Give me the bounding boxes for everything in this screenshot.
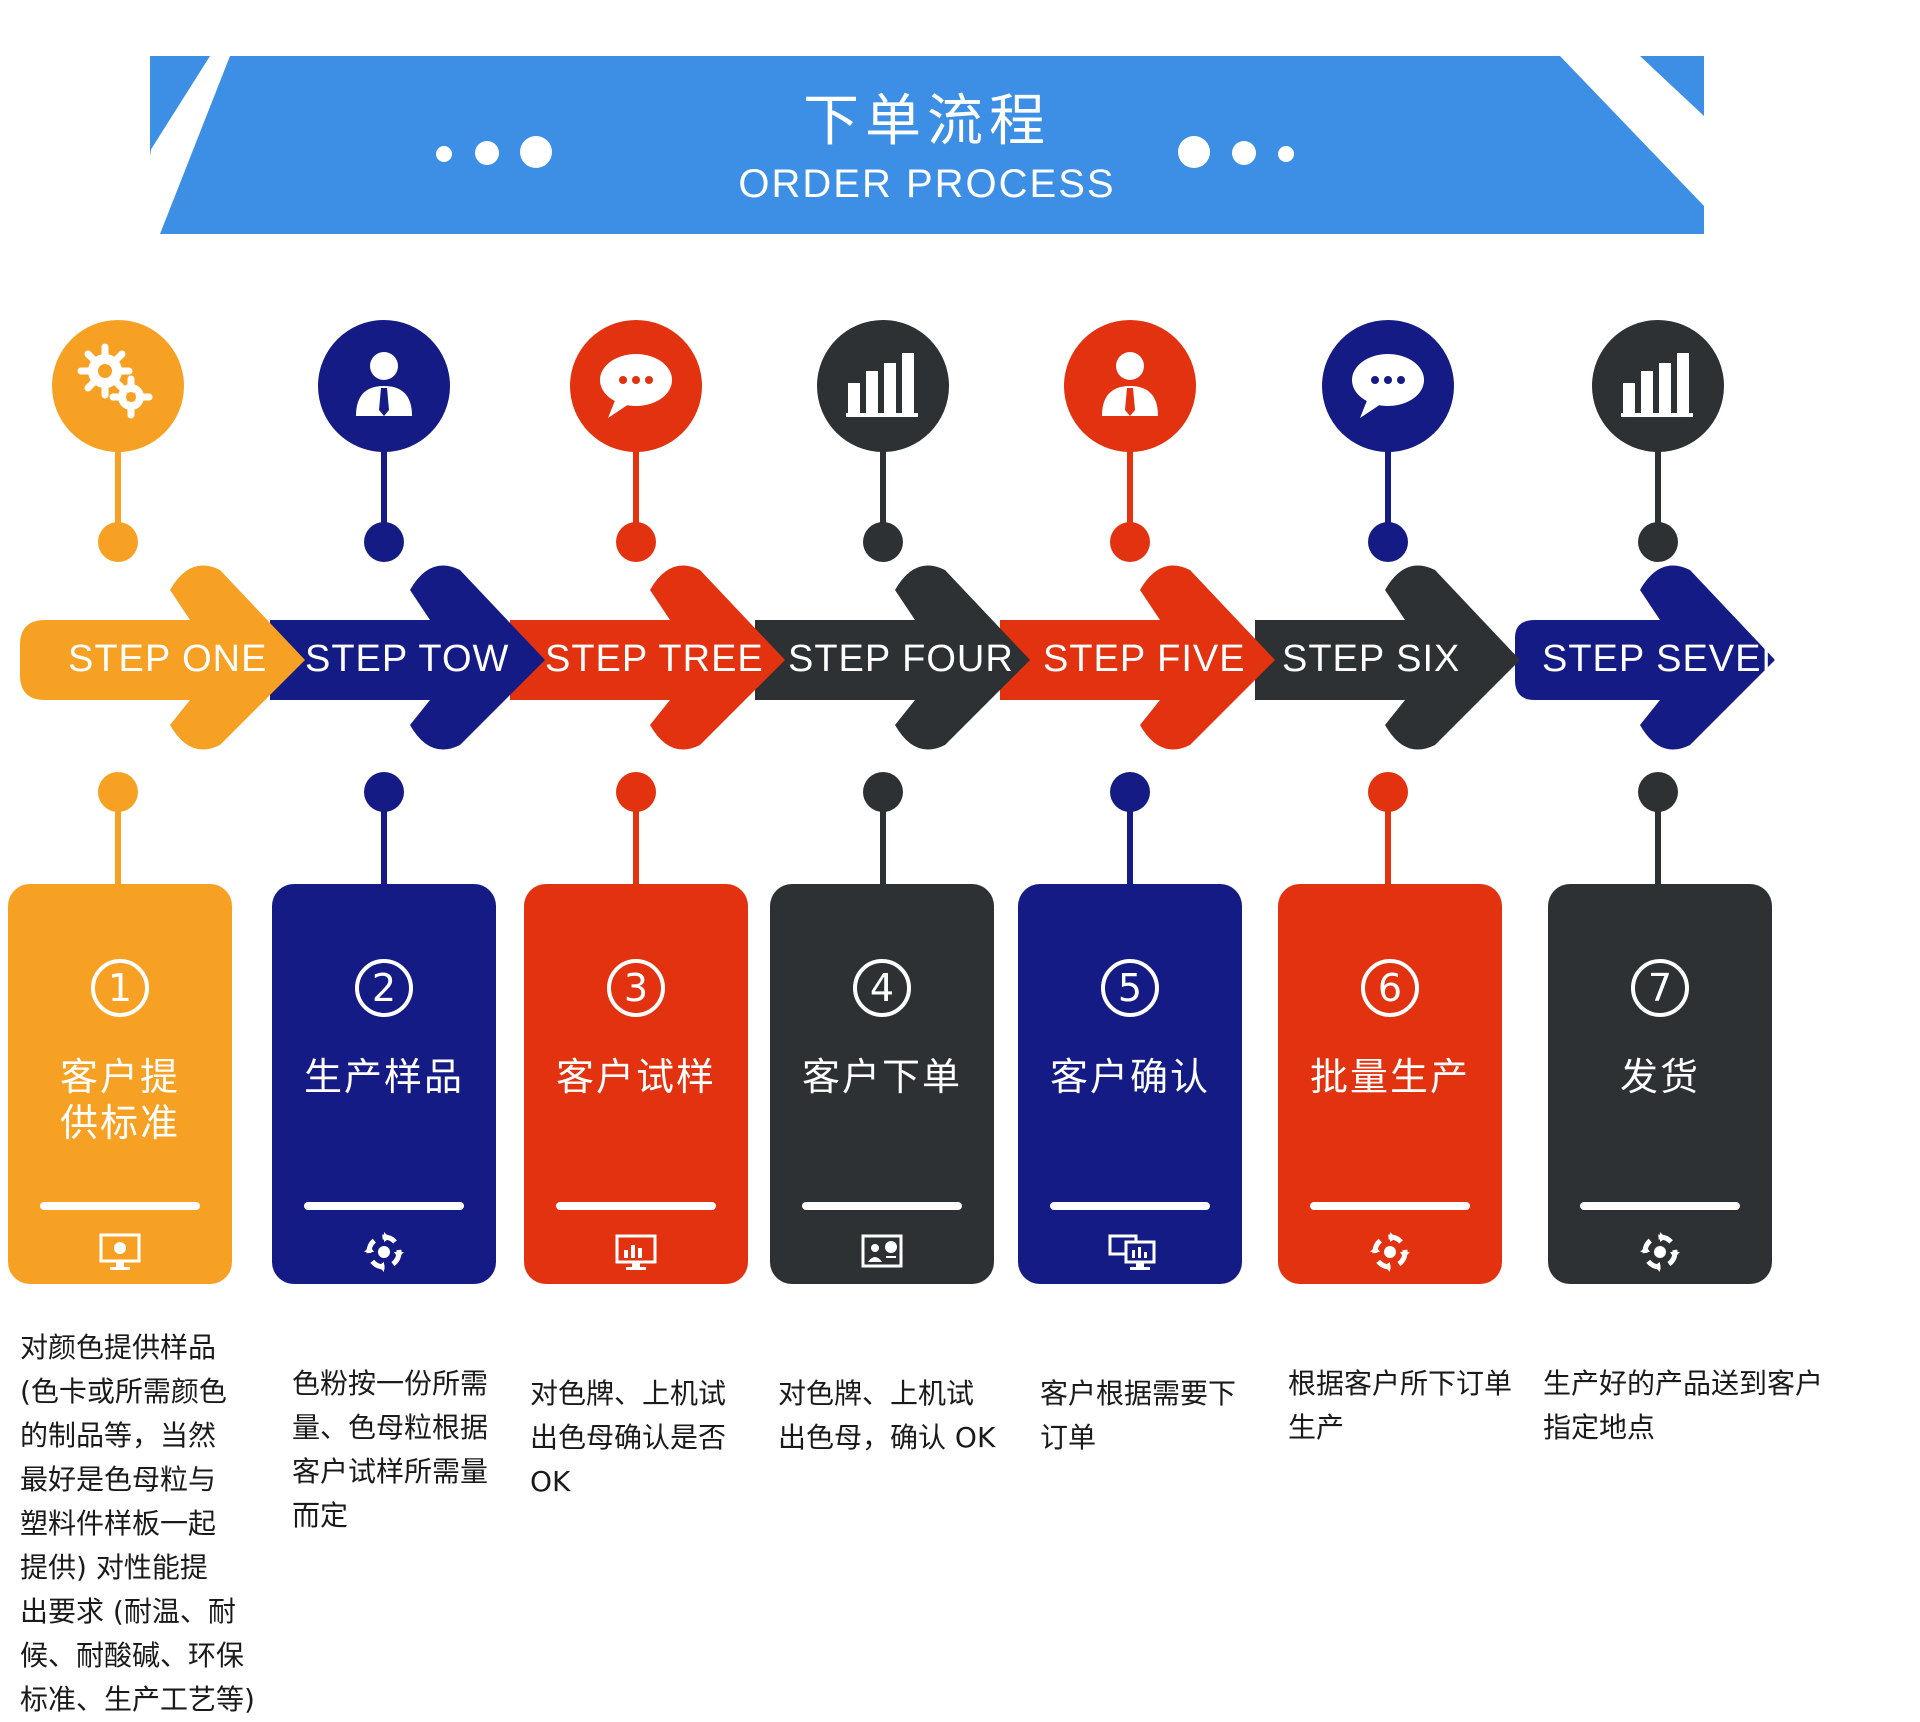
chat-bubble-icon [1346, 344, 1430, 428]
banner-shape [150, 56, 1704, 234]
bar-chart-icon [1619, 349, 1697, 423]
connector-line [633, 450, 639, 530]
step-card-3: 3 客户试样 [524, 884, 748, 1284]
card-divider [1580, 1202, 1740, 1210]
connector-line [1127, 805, 1133, 887]
connector-line [880, 805, 886, 887]
step-icon-circle-5 [1064, 320, 1196, 452]
step-label-5: STEP FIVE [1043, 638, 1246, 680]
decor-dot [520, 136, 552, 168]
connector-knob [616, 522, 656, 562]
step-number: 1 [91, 959, 149, 1017]
cycle-icon [1638, 1230, 1682, 1274]
chat-bubble-icon [594, 344, 678, 428]
decor-dot [436, 146, 452, 162]
connector-line [1655, 805, 1661, 887]
cycle-icon [362, 1230, 406, 1274]
step-label-4: STEP FOUR [788, 638, 1014, 680]
step-icon-circle-7 [1592, 320, 1724, 452]
step-arrow-band: STEP ONE STEP TOW STEP TREE STEP FOUR ST… [0, 560, 1920, 750]
step-icon-circle-2 [318, 320, 450, 452]
step-description-5: 客户根据需要下 订单 [1040, 1377, 1237, 1454]
decor-dot [1278, 146, 1294, 162]
chart-screen-icon [614, 1230, 658, 1274]
step-card-7: 7 发货 [1548, 884, 1772, 1284]
person-icon [1090, 344, 1170, 428]
arrow-shapes [20, 565, 1775, 750]
connector-knob [1638, 522, 1678, 562]
step-card-2: 2 生产样品 [272, 884, 496, 1284]
presentation-icon [860, 1230, 904, 1274]
step-description-3: 对色牌、上机试 出色母确认是否 OK [530, 1377, 727, 1498]
step-title: 客户试样 [555, 1055, 716, 1099]
connector-line [1385, 450, 1391, 530]
monitor-icon [98, 1230, 142, 1274]
step-number: 4 [853, 959, 911, 1017]
card-divider [40, 1202, 200, 1210]
connector-line [1127, 450, 1133, 530]
connector-line [381, 450, 387, 530]
step-title: 发货 [1619, 1055, 1700, 1099]
step-card-4: 4 客户下单 [770, 884, 994, 1284]
bar-chart-icon [844, 349, 922, 423]
step-title: 客户下单 [801, 1055, 962, 1099]
step-description-7: 生产好的产品送到客户 指定地点 [1543, 1367, 1824, 1444]
step-label-1: STEP ONE [68, 638, 268, 680]
step-card-1: 1 客户提 供标准 [8, 884, 232, 1284]
step-number: 7 [1631, 959, 1689, 1017]
connector-line [1655, 450, 1661, 530]
step-card-5: 5 客户确认 [1018, 884, 1242, 1284]
connector-line [115, 450, 121, 530]
connector-line [633, 805, 639, 887]
connector-knob [1110, 522, 1150, 562]
step-description-6: 根据客户所下订单 生产 [1288, 1367, 1513, 1444]
person-icon [344, 344, 424, 428]
step-description-2: 色粉按一份所需 量、色母粒根据 客户试样所需量 而定 [292, 1367, 489, 1532]
connector-line [115, 805, 121, 887]
step-title: 客户提 供标准 [59, 1055, 180, 1145]
cycle-icon [1368, 1230, 1412, 1274]
card-divider [802, 1202, 962, 1210]
connector-knob [863, 522, 903, 562]
gears-icon [73, 339, 163, 433]
step-label-6: STEP SIX [1282, 638, 1461, 680]
step-title: 批量生产 [1309, 1055, 1470, 1099]
header-banner: 下单流程 ORDER PROCESS [150, 56, 1704, 234]
step-label-3: STEP TREE [545, 638, 764, 680]
connector-line [1385, 805, 1391, 887]
step-label-7: STEP SEVEN [1542, 638, 1790, 680]
step-title: 客户确认 [1049, 1055, 1210, 1099]
decor-dot [475, 141, 499, 165]
step-description-1: 对颜色提供样品 (色卡或所需颜色 的制品等，当然 最好是色母粒与 塑料件样板一起… [20, 1331, 255, 1716]
card-divider [1050, 1202, 1210, 1210]
step-icon-circle-3 [570, 320, 702, 452]
connector-knob [98, 522, 138, 562]
card-divider [304, 1202, 464, 1210]
step-title: 生产样品 [303, 1055, 464, 1099]
step-number: 3 [607, 959, 665, 1017]
connector-knob [364, 522, 404, 562]
step-number: 5 [1101, 959, 1159, 1017]
page-title: 下单流程 [803, 89, 1051, 154]
card-divider [1310, 1202, 1470, 1210]
step-description-4: 对色牌、上机试 出色母，确认 OK [778, 1377, 996, 1454]
step-label-2: STEP TOW [305, 638, 510, 680]
step-icon-circle-1 [52, 320, 184, 452]
decor-dot [1178, 136, 1210, 168]
connector-line [880, 450, 886, 530]
step-card-6: 6 批量生产 [1278, 884, 1502, 1284]
connector-knob [1368, 522, 1408, 562]
step-number: 2 [355, 959, 413, 1017]
step-number: 6 [1361, 959, 1419, 1017]
step-icon-circle-4 [817, 320, 949, 452]
page-subtitle: ORDER PROCESS [738, 162, 1116, 206]
step-icon-circle-6 [1322, 320, 1454, 452]
connector-line [381, 805, 387, 887]
monitors-icon [1108, 1230, 1156, 1274]
card-divider [556, 1202, 716, 1210]
decor-dot [1232, 141, 1256, 165]
